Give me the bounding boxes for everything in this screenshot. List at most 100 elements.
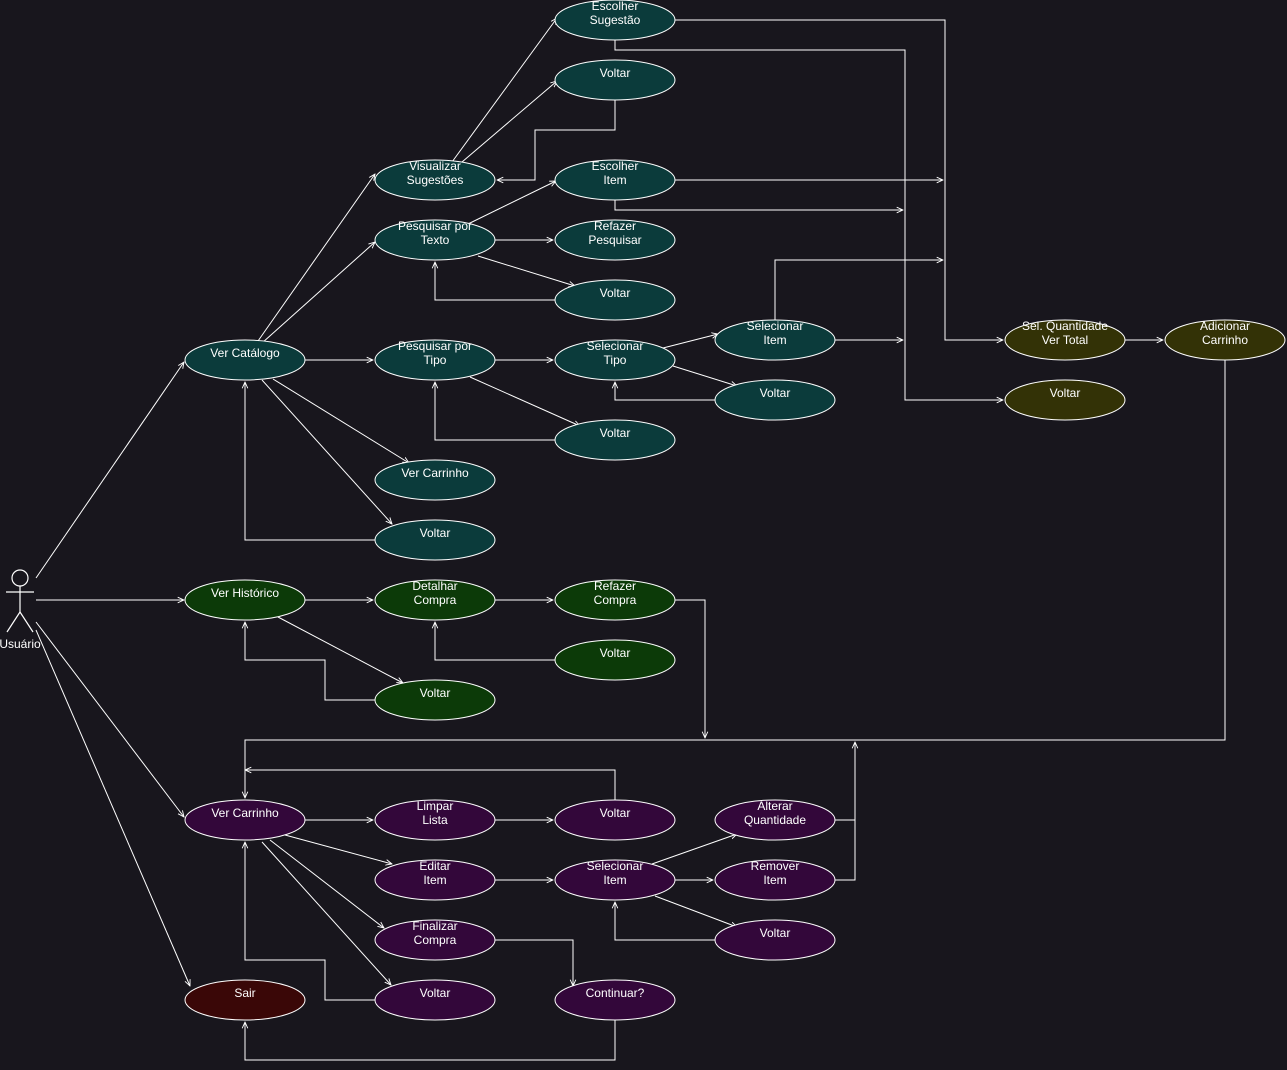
- use-case-ellipse: [374, 159, 496, 201]
- use-case-label: Voltar: [600, 806, 631, 820]
- use-case-sair: Sair: [184, 979, 306, 1021]
- edge-texto-escolher-item: [467, 181, 556, 225]
- use-case-ellipse: [374, 859, 496, 901]
- use-case-label: Voltar: [420, 686, 451, 700]
- edge-voltar-detalhar: [435, 622, 555, 661]
- use-case-voltar-carrinho: Voltar: [374, 979, 496, 1021]
- use-case-label: Adicionar: [1200, 319, 1250, 333]
- use-case-ellipse: [714, 919, 836, 961]
- use-case-label: Voltar: [600, 426, 631, 440]
- use-case-label: Voltar: [600, 646, 631, 660]
- use-case-ellipse: [714, 799, 836, 841]
- use-case-label: Quantidade: [744, 813, 806, 827]
- use-case-voltar-detalhar: Voltar: [554, 639, 676, 681]
- use-case-label: Voltar: [760, 926, 791, 940]
- use-case-label: Item: [603, 873, 626, 887]
- use-case-ellipse: [374, 459, 496, 501]
- actor-head-icon: [11, 569, 29, 587]
- edge-visualizar-escolher-sugestao: [451, 18, 557, 163]
- use-case-ver-historico: Ver Histórico: [184, 579, 306, 621]
- edge-selecionar-alterar: [651, 834, 737, 865]
- edge-voltar-visualizar: [497, 99, 616, 180]
- use-case-ellipse: [714, 379, 836, 421]
- edges: [35, 18, 1226, 1061]
- use-case-ellipse: [554, 339, 676, 381]
- use-case-ellipse: [374, 919, 496, 961]
- use-case-label: Sair: [234, 986, 255, 1000]
- edge-selecionar-tipo-item: [662, 334, 718, 349]
- use-case-label: Continuar?: [586, 986, 645, 1000]
- use-case-label: Lista: [422, 813, 448, 827]
- use-case-ellipse: [554, 0, 676, 41]
- edge-visualizar-voltar: [461, 81, 557, 163]
- edge-carrinho-finalizar: [269, 839, 384, 928]
- edge-voltar-carrinho: [245, 842, 375, 1001]
- use-case-label: Ver Catálogo: [210, 346, 280, 360]
- use-case-label: Ver Carrinho: [211, 806, 279, 820]
- use-case-ellipse: [1164, 319, 1286, 361]
- edge-escolher-item-down: [614, 200, 903, 210]
- use-case-label: Voltar: [420, 986, 451, 1000]
- edge-carrinho-voltar: [261, 841, 391, 985]
- edge-finalizar-continuar: [495, 939, 573, 986]
- edge-voltar-tipo: [435, 382, 555, 441]
- edge-voltar-historico: [245, 622, 375, 701]
- edge-texto-voltar: [477, 255, 575, 286]
- use-case-ellipse: [184, 339, 306, 381]
- use-case-label: Editar: [419, 859, 450, 873]
- use-case-voltar-selecionar-item: Voltar: [714, 919, 836, 961]
- use-case-label: Pesquisar por: [398, 219, 472, 233]
- edge-voltar-texto: [435, 262, 555, 301]
- use-case-label: Alterar: [757, 799, 792, 813]
- use-case-ellipse: [184, 579, 306, 621]
- edge-continuar-sair: [245, 1020, 616, 1061]
- use-case-label: Pesquisar: [588, 233, 641, 247]
- use-case-label: Refazer: [594, 579, 636, 593]
- use-case-label: Carrinho: [1202, 333, 1248, 347]
- use-case-ellipse: [374, 519, 496, 561]
- use-case-voltar-quantidade: Voltar: [1004, 379, 1126, 421]
- edge-selecionar-item-up: [774, 260, 943, 320]
- use-case-ellipse: [184, 979, 306, 1021]
- use-case-label: Sugestão: [590, 13, 641, 27]
- use-case-label: Voltar: [760, 386, 791, 400]
- use-case-ellipse: [554, 859, 676, 901]
- use-case-label: Voltar: [600, 66, 631, 80]
- use-case-label: Selecionar: [747, 319, 804, 333]
- use-case-ellipse: [374, 579, 496, 621]
- use-case-label: Escolher: [592, 159, 639, 173]
- use-case-label: Voltar: [600, 286, 631, 300]
- edge-tipo-voltar: [469, 376, 580, 427]
- use-case-ellipse: [554, 639, 676, 681]
- edge-adicionar-ver-carrinho: [245, 360, 1226, 798]
- use-case-label: Ver Carrinho: [401, 466, 469, 480]
- use-case-label: Detalhar: [412, 579, 457, 593]
- use-case-label: Ver Histórico: [211, 586, 279, 600]
- usuario-actor: Usuário: [0, 569, 41, 651]
- use-case-label: Limpar: [417, 799, 454, 813]
- use-case-ellipse: [554, 979, 676, 1021]
- use-case-ellipse: [554, 219, 676, 261]
- use-case-voltar-selecionar-tipo: Voltar: [714, 379, 836, 421]
- use-case-label: Compra: [594, 593, 637, 607]
- use-case-voltar-catalogo: Voltar: [374, 519, 496, 561]
- use-case-label: Refazer: [594, 219, 636, 233]
- edge-catalogo-pesquisar-texto: [261, 242, 375, 344]
- edge-selecionar-tipo-voltar: [672, 365, 737, 386]
- edge-voltar-limpar-carrinho: [245, 770, 616, 800]
- actor-left-leg: [6, 611, 21, 633]
- use-case-ellipse: [374, 219, 496, 261]
- use-case-label: Sugestões: [407, 173, 464, 187]
- use-case-ellipse: [184, 799, 306, 841]
- use-case-ver-catalogo: Ver Catálogo: [184, 339, 306, 381]
- edge-carrinho-editar: [284, 834, 392, 864]
- use-case-ellipse: [554, 59, 676, 101]
